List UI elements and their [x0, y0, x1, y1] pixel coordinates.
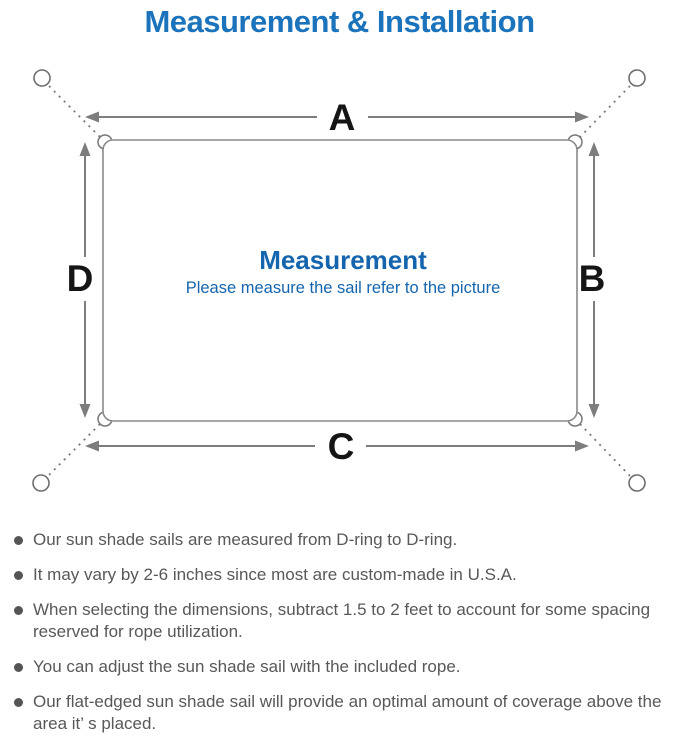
dim-arrowhead-a-left [85, 111, 99, 123]
rope-dashed-top-right [578, 85, 631, 139]
diagram-center-title: Measurement [259, 245, 427, 275]
note-item-3: When selecting the dimensions, subtract … [10, 599, 666, 643]
bullet-icon [14, 536, 23, 545]
dim-label-a: A [329, 97, 356, 138]
anchor-circle-bottom-left [32, 474, 50, 492]
bullet-icon [14, 606, 23, 615]
note-item-2: It may vary by 2-6 inches since most are… [10, 564, 666, 586]
anchor-circle-bottom-right [628, 474, 646, 492]
anchor-circle-top-left [33, 69, 51, 87]
dim-label-d: D [67, 258, 94, 299]
dim-label-c: C [328, 426, 355, 467]
note-text: You can adjust the sun shade sail with t… [33, 657, 461, 676]
note-text: Our sun shade sails are measured from D-… [33, 530, 458, 549]
bullet-icon [14, 663, 23, 672]
measurement-diagram: A C D B Measurement Please measure the s… [32, 69, 646, 492]
anchor-circle-top-right [628, 69, 646, 87]
dim-arrowhead-b-top [588, 142, 600, 156]
rope-dashed-top-left [48, 85, 102, 139]
note-text: When selecting the dimensions, subtract … [33, 600, 651, 641]
dim-arrowhead-c-right [575, 440, 589, 452]
sail-rectangle [102, 139, 578, 422]
note-text: It may vary by 2-6 inches since most are… [33, 565, 517, 584]
dim-arrowhead-d-top [79, 142, 91, 156]
dim-arrowhead-d-bottom [79, 404, 91, 418]
rope-dashed-bottom-left [47, 423, 101, 477]
note-item-1: Our sun shade sails are measured from D-… [10, 529, 666, 551]
dim-arrowhead-b-bottom [588, 404, 600, 418]
diagram-center-subtitle: Please measure the sail refer to the pic… [186, 279, 501, 297]
notes-list: Our sun shade sails are measured from D-… [10, 529, 666, 739]
dim-arrowhead-a-right [575, 111, 589, 123]
dim-label-b: B [579, 258, 606, 299]
bullet-icon [14, 698, 23, 707]
bullet-icon [14, 571, 23, 580]
note-item-4: You can adjust the sun shade sail with t… [10, 656, 666, 678]
dim-arrowhead-c-left [85, 440, 99, 452]
page-title: Measurement & Installation [144, 4, 535, 39]
rope-dashed-bottom-right [579, 423, 631, 477]
note-text: Our flat-edged sun shade sail will provi… [33, 692, 662, 733]
note-item-5: Our flat-edged sun shade sail will provi… [10, 691, 666, 735]
